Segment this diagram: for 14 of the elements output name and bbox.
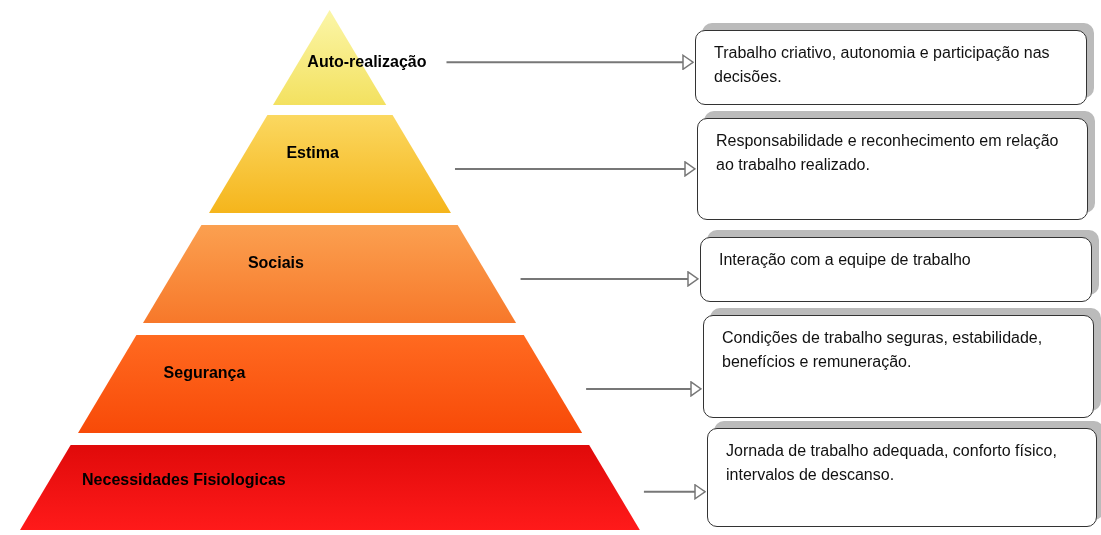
- level-label: Segurança: [163, 364, 246, 383]
- level-label: Necessidades Fisiologicas: [82, 470, 286, 489]
- arrow: [519, 271, 699, 287]
- level-label: Auto-realização: [307, 52, 427, 71]
- pyramid-level: [209, 115, 451, 213]
- pyramid-level: [77, 335, 583, 433]
- arrow: [454, 161, 696, 177]
- pyramid-level: [143, 225, 517, 323]
- arrow: [585, 381, 702, 397]
- level-label: Sociais: [247, 254, 304, 273]
- arrow: [445, 54, 694, 70]
- level-label: Estima: [286, 144, 339, 163]
- arrow: [642, 484, 706, 500]
- pyramid-level: [20, 445, 640, 530]
